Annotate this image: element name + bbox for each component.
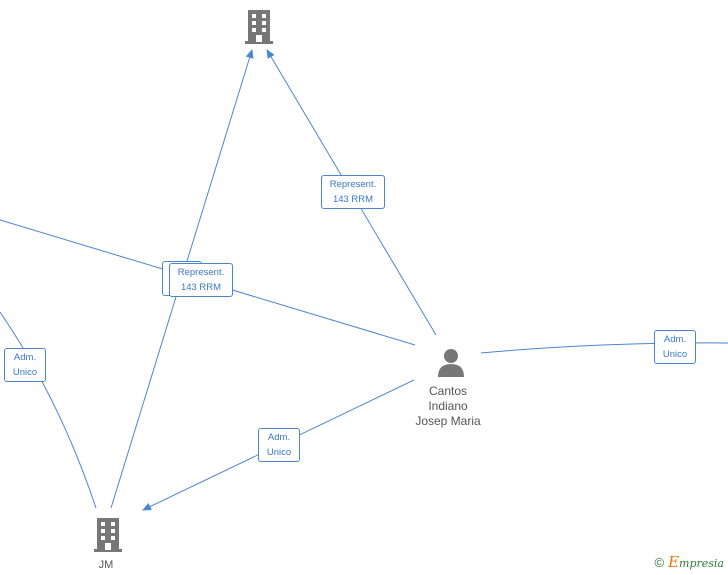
- building-icon[interactable]: [93, 518, 123, 552]
- copyright-symbol: ©: [654, 555, 665, 570]
- person-name-line-1: Cantos: [428, 384, 468, 398]
- person-name-label: Cantos Indiano Josep Maria: [388, 384, 508, 429]
- edge-label-adm-right[interactable]: Adm. Unico: [654, 330, 696, 364]
- brand-logo-initial: E: [668, 553, 680, 571]
- edge-label-line-1: Adm.: [13, 352, 37, 363]
- edge-label-represent-left[interactable]: Represent. 143 RRM: [169, 263, 233, 297]
- person-name-line-3: Josep Maria: [415, 414, 481, 428]
- edge-line-left-to-jm: [0, 311, 97, 509]
- person-name-line-2: Indiano: [428, 399, 468, 413]
- edge-label-adm-left[interactable]: Adm. Unico: [4, 348, 46, 382]
- edge-label-adm-bottom[interactable]: Adm. Unico: [258, 428, 300, 462]
- edge-label-line-2: Unico: [266, 447, 292, 458]
- edge-label-represent-right[interactable]: Represent. 143 RRM: [321, 175, 385, 209]
- brand-logo-text: mpresia: [679, 557, 724, 570]
- edge-line-cantos-to-right: [480, 342, 728, 354]
- edge-label-line-2: Unico: [12, 367, 38, 378]
- edge-label-line-1: Represent.: [329, 179, 377, 190]
- edge-label-line-2: Unico: [662, 349, 688, 360]
- edge-label-line-1: Represent.: [177, 267, 225, 278]
- edge-label-line-2: 143 RRM: [332, 194, 374, 205]
- edge-label-line-1: Adm.: [267, 432, 291, 443]
- edge-label-line-2: 143 RRM: [180, 282, 222, 293]
- footer-brand: ©Empresia: [654, 553, 724, 571]
- company-jm-label: JM: [98, 559, 114, 571]
- edge-label-line-1: Adm.: [663, 334, 687, 345]
- person-icon[interactable]: [436, 347, 466, 377]
- building-icon[interactable]: [244, 10, 274, 44]
